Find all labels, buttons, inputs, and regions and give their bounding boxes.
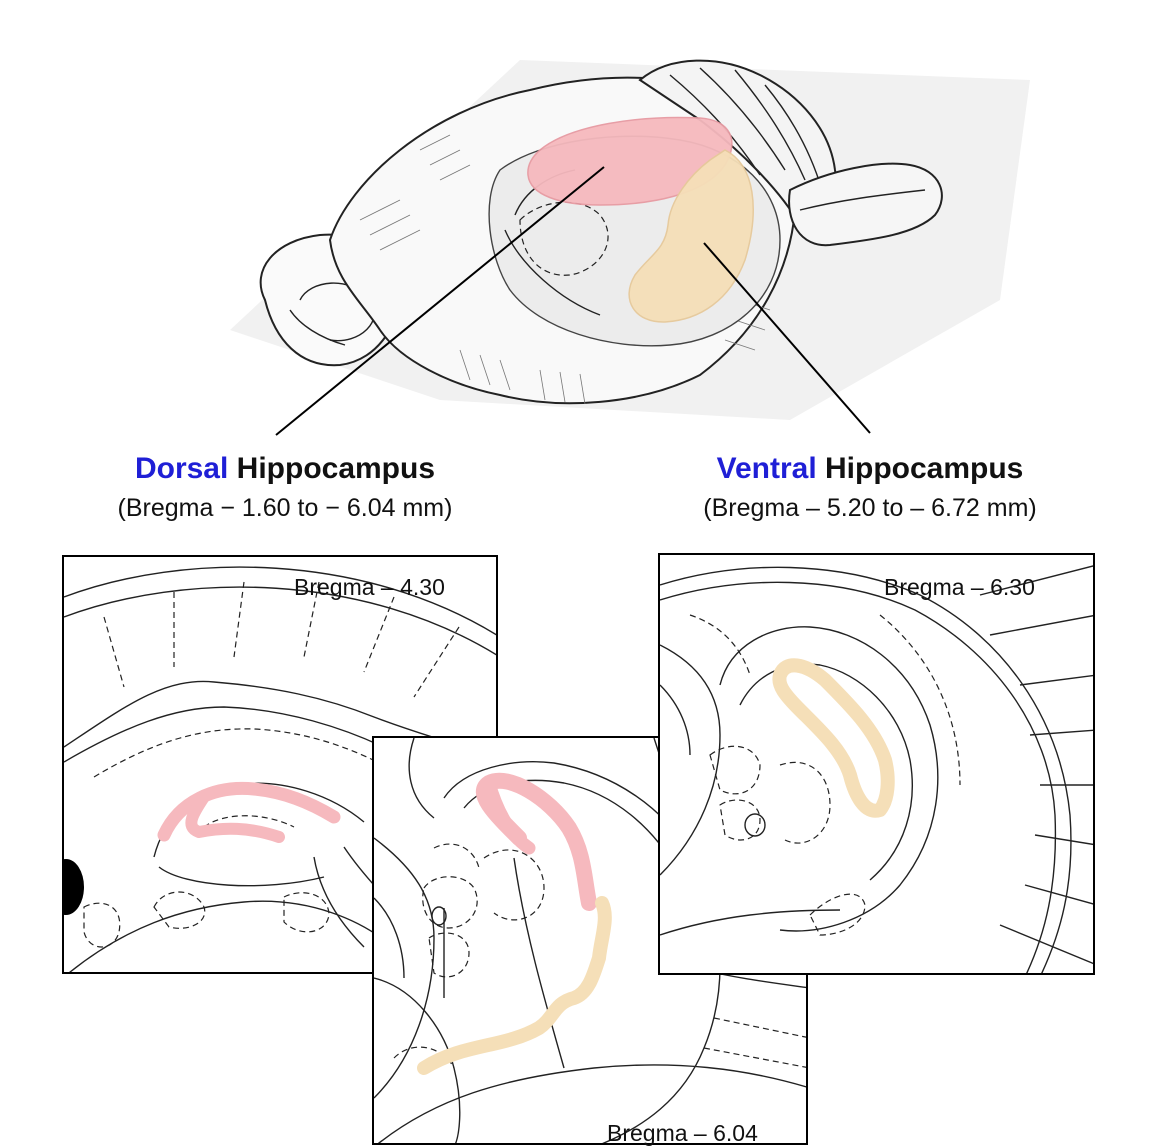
section-panel-6-30 [658,553,1095,975]
ventral-title-rest: Hippocampus [817,452,1024,485]
ventral-range: (Bregma – 5.20 to – 6.72 mm) [625,494,1115,523]
section-label-6-30: Bregma – 6.30 [884,574,1035,601]
section-label-6-04: Bregma – 6.04 [607,1120,758,1147]
ventral-title: Ventral Hippocampus [645,452,1095,486]
dorsal-title-rest: Hippocampus [228,452,435,485]
ventral-hippocampus-section-3 [779,665,887,810]
brain-illustration [0,0,1152,450]
ventral-highlight: Ventral [717,452,817,485]
dorsal-title: Dorsal Hippocampus [60,452,510,486]
section-label-4-30: Bregma – 4.30 [294,574,445,601]
dorsal-hippocampus-section-1b [191,797,279,837]
black-dot [64,859,84,915]
dorsal-highlight: Dorsal [135,452,228,485]
dorsal-range: (Bregma − 1.60 to − 6.04 mm) [40,494,530,523]
